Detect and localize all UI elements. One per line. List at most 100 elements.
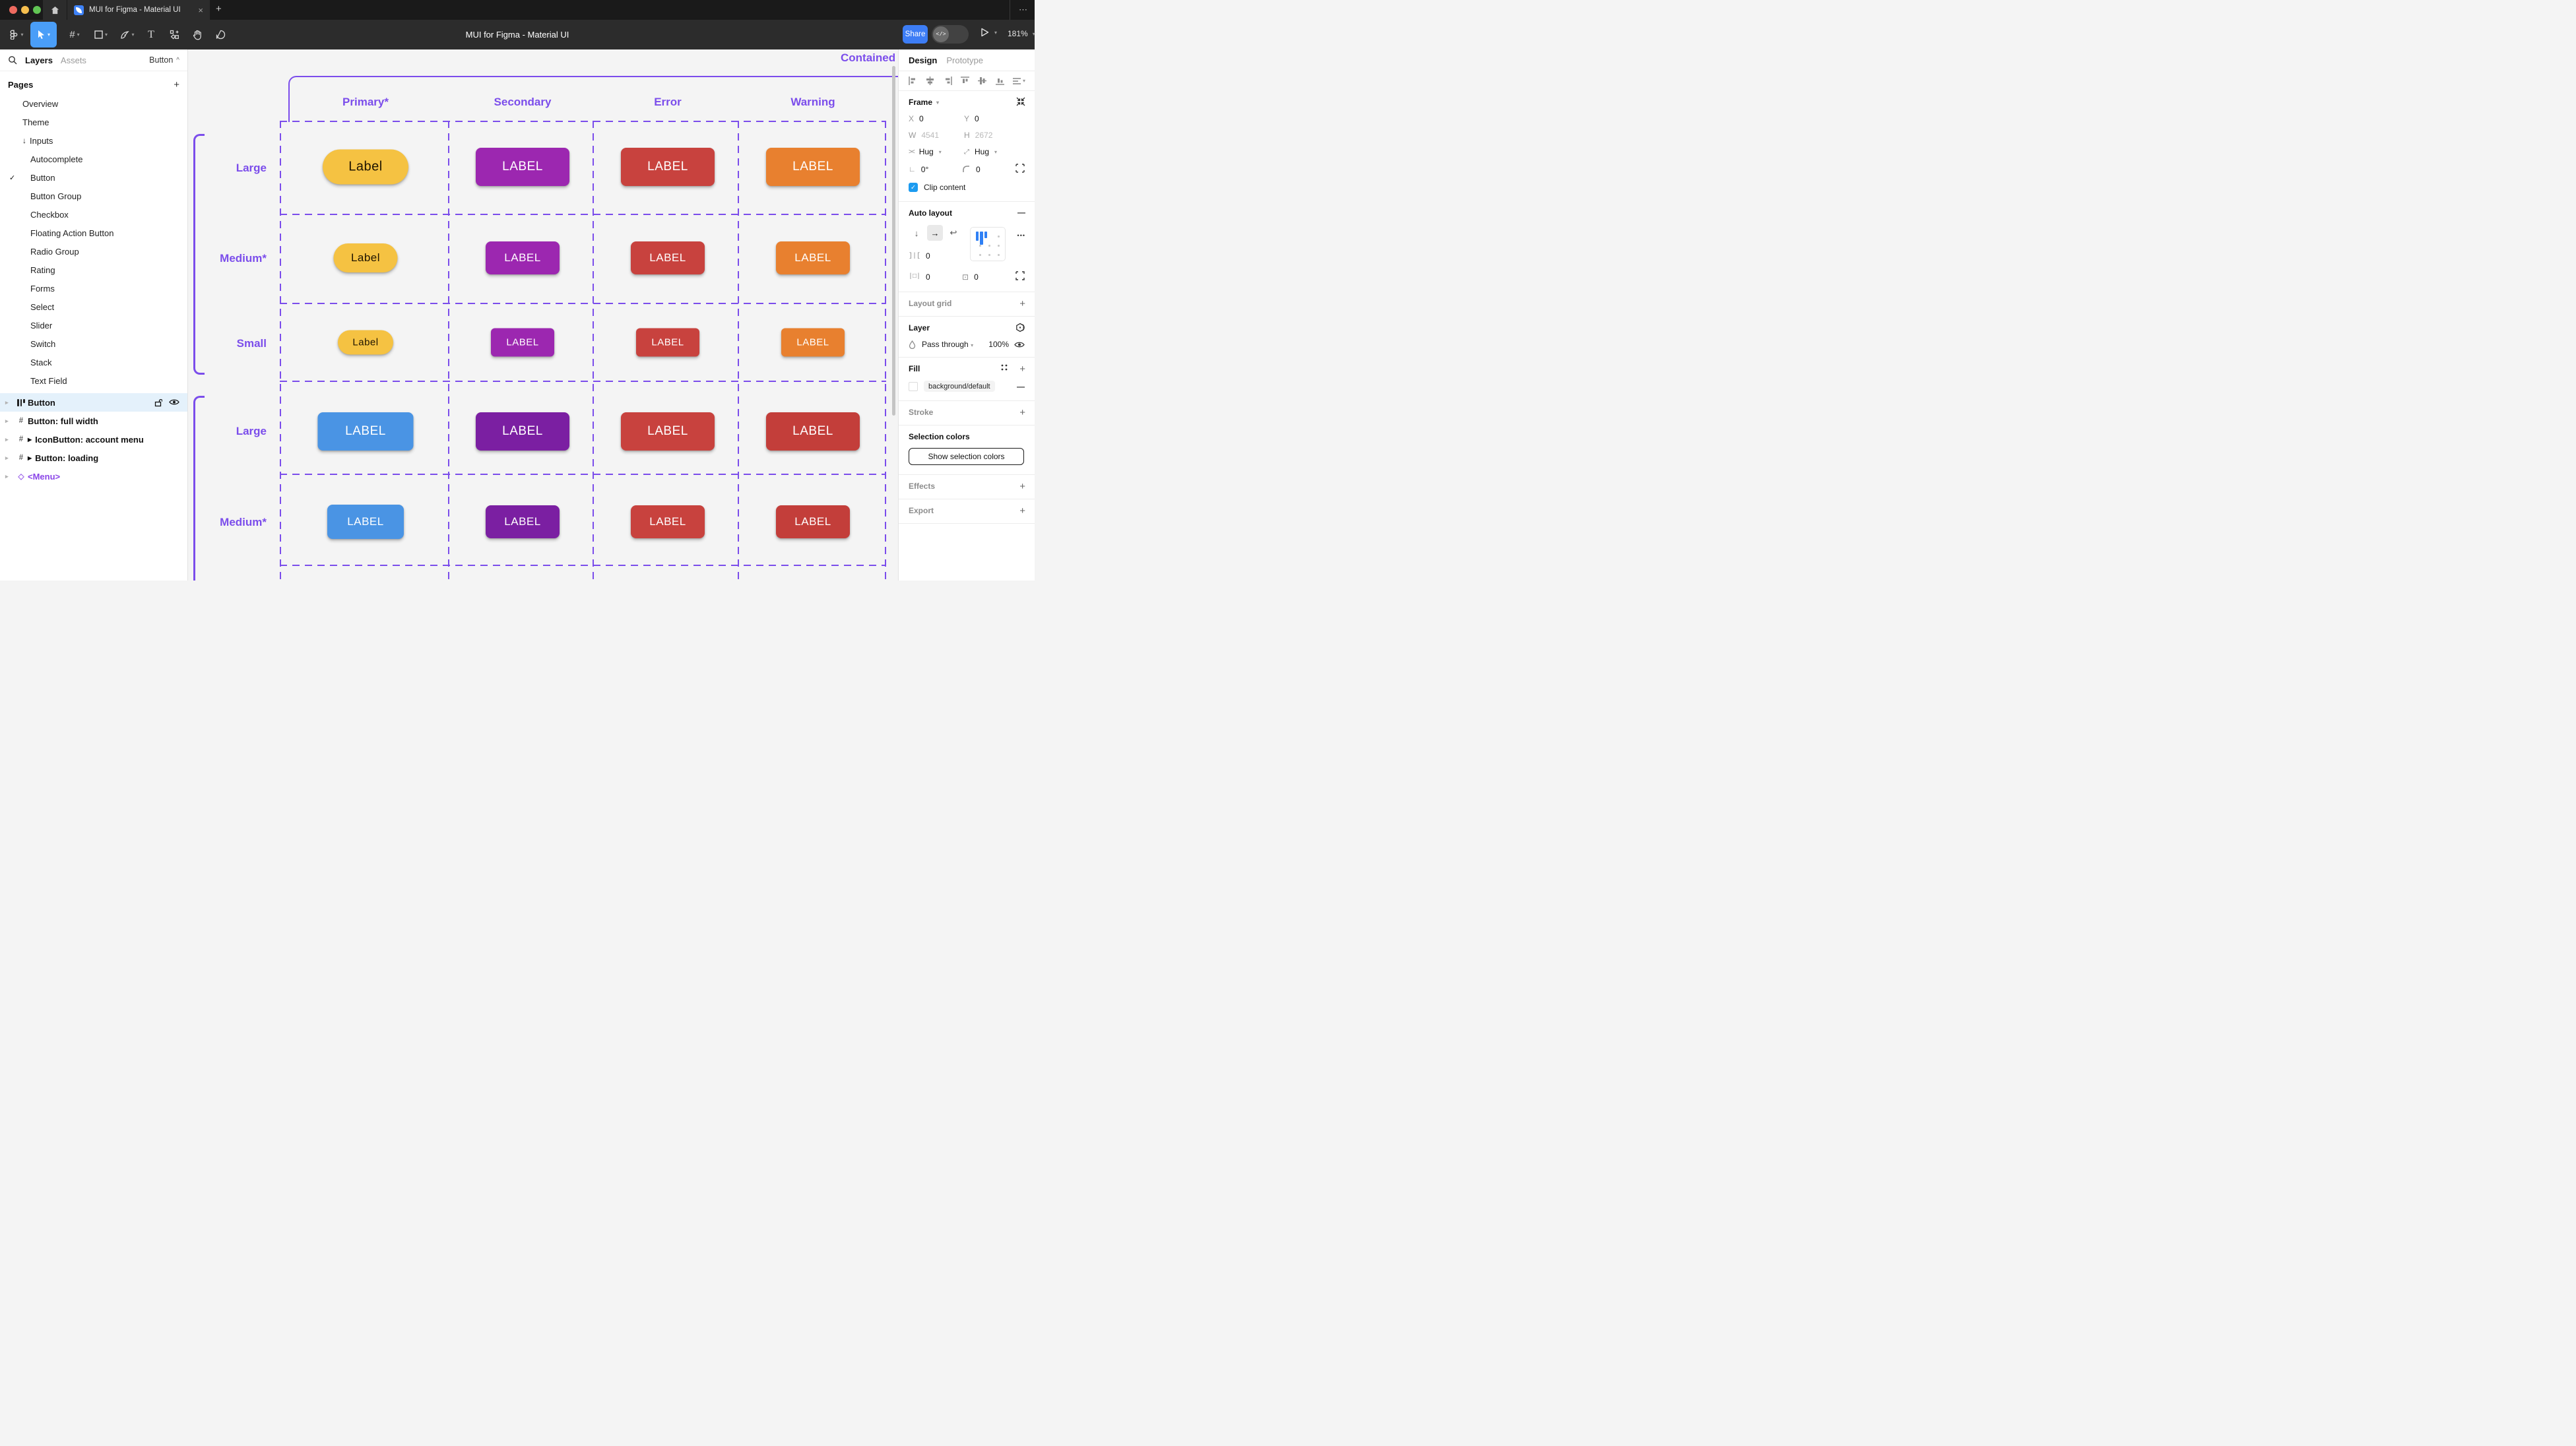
layout-horizontal-button[interactable]: → xyxy=(927,225,943,241)
pen-tool-button[interactable]: ▾ xyxy=(116,20,139,49)
actions-tool-button[interactable] xyxy=(165,20,183,49)
specimen-button[interactable]: Label xyxy=(333,243,398,272)
fill-color-swatch[interactable] xyxy=(909,381,918,391)
independent-padding-icon[interactable] xyxy=(1015,271,1025,282)
remove-fill-button[interactable]: — xyxy=(1017,381,1025,391)
home-tab[interactable] xyxy=(43,0,67,20)
specimen-button[interactable]: LABEL xyxy=(486,505,560,538)
specimen-button[interactable]: LABEL xyxy=(631,241,705,274)
new-tab-button[interactable]: + xyxy=(216,3,222,15)
blend-mode-select[interactable]: Pass through ▾ xyxy=(922,340,974,349)
frame-title[interactable]: Contained xyxy=(841,51,896,64)
rotation-input[interactable]: ∟0° xyxy=(909,164,929,174)
tab-design[interactable]: Design xyxy=(909,55,938,65)
shape-tool-button[interactable]: ▾ xyxy=(90,20,112,49)
align-top-icon[interactable] xyxy=(960,76,970,86)
specimen-button[interactable]: LABEL xyxy=(776,505,850,538)
layer-row--menu-[interactable]: ▸◇<Menu> xyxy=(0,467,187,486)
tab-overflow-menu[interactable]: ⋯ xyxy=(1019,5,1029,15)
corner-radius-input[interactable]: 0 xyxy=(962,165,1015,174)
checkbox-checked-icon[interactable]: ✓ xyxy=(909,183,918,192)
padding-h-input[interactable]: |□|0 xyxy=(909,272,930,282)
layer-row-button-loading[interactable]: ▸#▶Button: loading xyxy=(0,449,187,467)
fill-styles-icon[interactable] xyxy=(1000,363,1008,373)
hand-tool-button[interactable] xyxy=(187,20,207,49)
unlock-icon[interactable] xyxy=(154,398,162,407)
comment-tool-button[interactable] xyxy=(210,20,231,49)
tab-layers[interactable]: Layers xyxy=(25,55,53,65)
show-selection-colors-button[interactable]: Show selection colors xyxy=(909,448,1024,465)
eye-icon[interactable] xyxy=(169,398,179,406)
page-item-forms[interactable]: Forms xyxy=(0,279,187,298)
eye-icon[interactable] xyxy=(1014,341,1025,348)
align-right-icon[interactable] xyxy=(943,76,953,86)
specimen-button[interactable]: LABEL xyxy=(781,328,845,357)
add-fill-button[interactable]: + xyxy=(1019,363,1025,375)
page-item-slider[interactable]: Slider xyxy=(0,316,187,334)
text-tool-button[interactable]: T xyxy=(148,28,154,40)
specimen-button[interactable]: Label xyxy=(323,149,408,185)
page-item-checkbox[interactable]: Checkbox xyxy=(0,205,187,224)
expand-chevron-icon[interactable]: ▸ xyxy=(5,472,9,480)
collapse-panel-icon[interactable] xyxy=(1016,97,1025,108)
specimen-button[interactable]: LABEL xyxy=(776,241,850,274)
page-item-stack[interactable]: Stack xyxy=(0,353,187,371)
blend-mode-icon[interactable] xyxy=(1015,323,1025,334)
hug-height-select[interactable]: ⤢Hug▾ xyxy=(964,147,998,156)
page-item-rating[interactable]: Rating xyxy=(0,261,187,279)
window-zoom-button[interactable] xyxy=(33,6,41,14)
add-stroke-button[interactable]: + xyxy=(1019,407,1025,418)
auto-layout-more-button[interactable]: ••• xyxy=(1017,232,1025,239)
tab-close-icon[interactable]: × xyxy=(198,5,203,15)
active-tab[interactable]: MUI for Figma - Material UI × xyxy=(67,0,210,20)
specimen-button[interactable]: LABEL xyxy=(476,412,569,451)
frame-tool-button[interactable]: #▾ xyxy=(69,29,80,40)
page-item-inputs[interactable]: ↓Inputs xyxy=(0,131,187,150)
layer-row-button-full-width[interactable]: ▸#Button: full width xyxy=(0,412,187,430)
canvas-scrollbar[interactable] xyxy=(892,66,895,416)
specimen-button[interactable]: LABEL xyxy=(766,412,860,451)
distribute-menu[interactable]: ▾ xyxy=(1012,77,1025,86)
hug-width-select[interactable]: ><Hug▾ xyxy=(909,147,942,156)
share-button[interactable]: Share xyxy=(903,25,928,44)
layout-wrap-button[interactable]: ↩ xyxy=(950,228,957,237)
align-bottom-icon[interactable] xyxy=(995,76,1005,86)
page-item-autocomplete[interactable]: Autocomplete xyxy=(0,150,187,168)
specimen-button[interactable]: LABEL xyxy=(636,328,699,357)
page-item-button[interactable]: ✓Button xyxy=(0,168,187,187)
opacity-input[interactable]: 100% xyxy=(988,340,1009,349)
specimen-button[interactable]: LABEL xyxy=(317,412,414,451)
add-export-button[interactable]: + xyxy=(1019,505,1025,517)
window-minimize-button[interactable] xyxy=(21,6,29,14)
page-item-switch[interactable]: Switch xyxy=(0,334,187,353)
page-item-text-field[interactable]: Text Field xyxy=(0,371,187,390)
page-item-floating-action-button[interactable]: Floating Action Button xyxy=(0,224,187,242)
layer-row-iconbutton-account-menu[interactable]: ▸#▶IconButton: account menu xyxy=(0,430,187,449)
gap-input[interactable]: ]|[0 xyxy=(909,251,930,261)
tab-prototype[interactable]: Prototype xyxy=(946,55,983,65)
expand-chevron-icon[interactable]: ▸ xyxy=(5,454,9,461)
main-menu-button[interactable]: ▾ xyxy=(5,20,28,49)
specimen-button[interactable]: LABEL xyxy=(631,505,705,538)
clip-content-row[interactable]: ✓ Clip content xyxy=(909,183,1025,192)
zoom-level-menu[interactable]: 181% ▾ xyxy=(1008,29,1035,38)
align-v-center-icon[interactable] xyxy=(977,76,987,86)
specimen-button[interactable]: LABEL xyxy=(476,148,569,186)
expand-chevron-icon[interactable]: ▸ xyxy=(5,435,9,443)
specimen-button[interactable]: LABEL xyxy=(491,328,554,357)
page-item-button-group[interactable]: Button Group xyxy=(0,187,187,205)
add-layout-grid-button[interactable]: + xyxy=(1019,298,1025,309)
expand-chevron-icon[interactable]: ▸ xyxy=(5,417,9,424)
alignment-pad[interactable] xyxy=(970,227,1006,261)
padding-v-input[interactable]: ⊡0 xyxy=(962,272,979,282)
page-item-radio-group[interactable]: Radio Group xyxy=(0,242,187,261)
layer-row-button[interactable]: ▸Button xyxy=(0,393,187,412)
page-item-overview[interactable]: Overview xyxy=(0,94,187,113)
specimen-button[interactable]: Label xyxy=(338,330,393,355)
specimen-button[interactable]: LABEL xyxy=(766,148,860,186)
